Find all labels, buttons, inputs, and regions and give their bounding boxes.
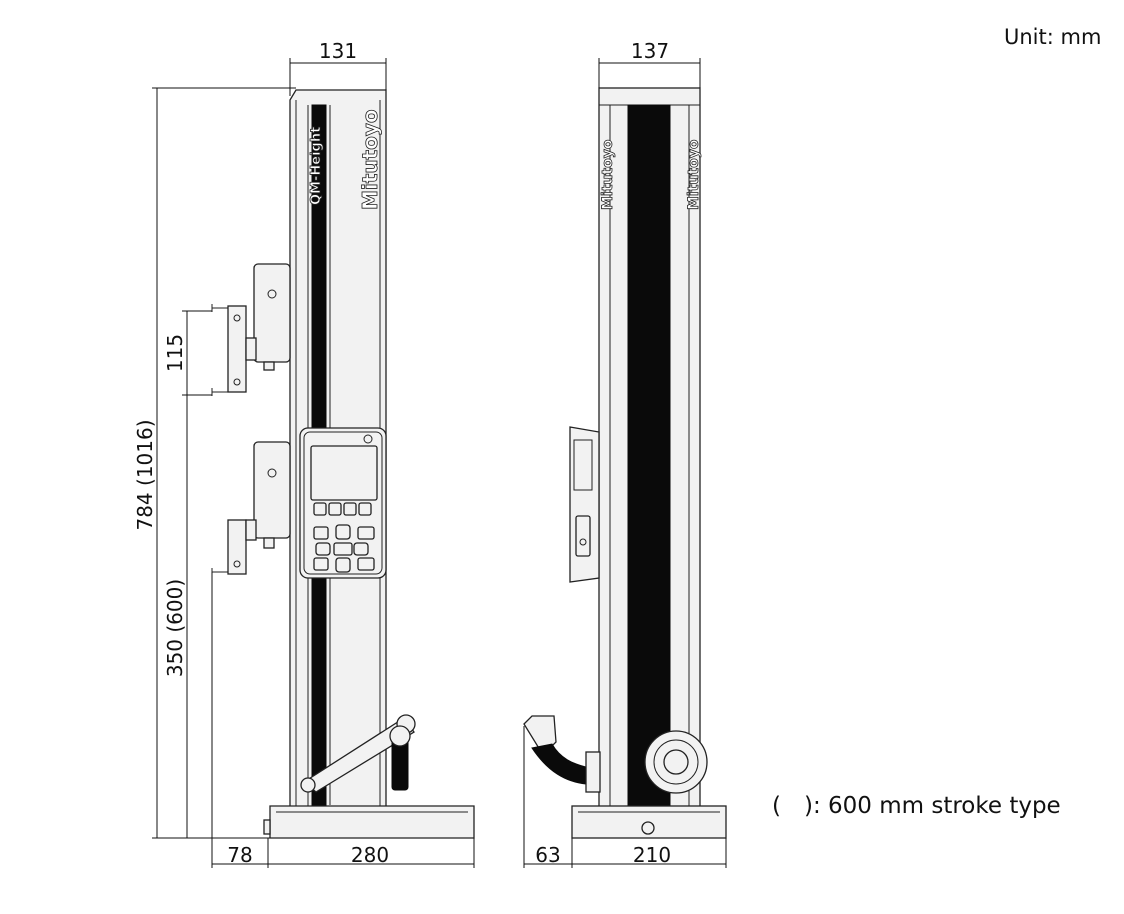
svg-text:Mitutoyo: Mitutoyo [600, 139, 616, 210]
front-brand-logo: Mitutoyo [358, 109, 383, 210]
enter-key-icon [333, 542, 353, 556]
dimension-lines [152, 58, 727, 868]
upper-knob [263, 361, 275, 371]
front-view: QM-Height Mitutoyo [211, 89, 475, 839]
svg-text:QM-Height: QM-Height [309, 127, 324, 205]
dim-side-width: 137 [631, 39, 669, 63]
power-button-icon [363, 434, 373, 444]
front-base [269, 805, 475, 839]
upper-slider [253, 263, 291, 363]
product-mark: QM-Height [309, 126, 325, 205]
dim-bracket-span: 115 [163, 334, 187, 372]
function-key-row [313, 502, 372, 516]
unit-label: Unit: mm [1004, 25, 1102, 49]
arrow-up-key-icon [335, 524, 351, 540]
lower-slider [253, 441, 291, 539]
lower-slider-screw-icon [267, 468, 277, 478]
keypad [313, 524, 375, 573]
upper-slider-screw-icon [267, 289, 277, 299]
svg-text:Mitutoyo: Mitutoyo [358, 109, 382, 210]
front-crank-handle [300, 714, 416, 793]
arrow-left-key-icon [315, 542, 331, 556]
side-view: Mitutoyo Mitutoyo [523, 87, 727, 839]
dim-side-base: 210 [633, 843, 671, 867]
dim-side-offset: 63 [535, 843, 560, 867]
arrow-down-key-icon [335, 557, 351, 573]
side-brand-logo-right: Mitutoyo [686, 139, 703, 211]
side-crank-arm [523, 715, 601, 793]
side-handwheel [644, 730, 708, 794]
arrow-right-key-icon [353, 542, 369, 556]
dim-front-offset: 78 [227, 843, 252, 867]
dim-front-width: 131 [319, 39, 357, 63]
dim-lower-height: 350 (600) [163, 579, 187, 677]
lower-knob [263, 537, 275, 549]
dim-front-base: 280 [351, 843, 389, 867]
svg-text:Mitutoyo: Mitutoyo [686, 139, 702, 210]
lower-bracket [227, 519, 247, 575]
legend-note: ( ): 600 mm stroke type [772, 793, 1061, 819]
lcd-screen [310, 445, 378, 501]
dim-total-height: 784 (1016) [133, 419, 157, 530]
side-brand-logo-left: Mitutoyo [600, 139, 617, 211]
side-guide-rail [627, 104, 671, 806]
